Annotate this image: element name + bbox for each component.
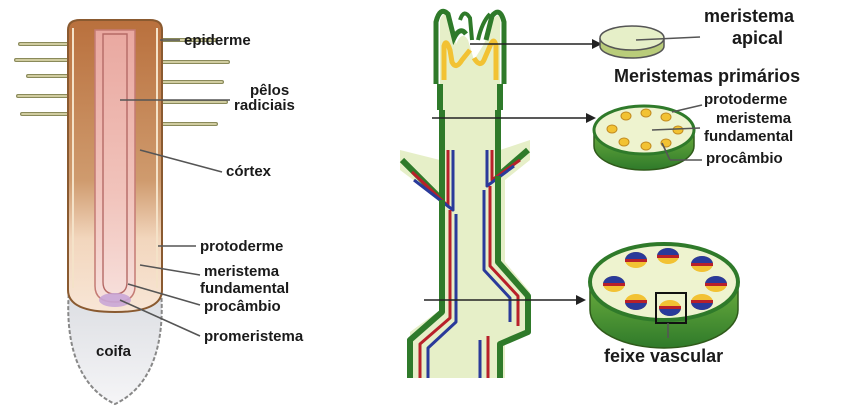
label-apical: apical [732, 28, 783, 48]
label-feixe-vascular: feixe vascular [604, 346, 723, 366]
label-cortex: córtex [226, 163, 272, 180]
vascular-disc [590, 244, 738, 348]
label-procambio-root: procâmbio [204, 298, 281, 315]
label-meristema-stem: meristema [716, 110, 792, 127]
label-fundamental-root: fundamental [200, 280, 289, 297]
label-meristemas-primarios: Meristemas primários [614, 66, 800, 86]
procambium-column [95, 30, 135, 302]
apical-disc [600, 26, 700, 58]
label-radiciais: radiciais [234, 97, 295, 114]
label-procambio-stem: procâmbio [706, 150, 783, 167]
label-epiderme: epiderme [184, 32, 251, 49]
label-fundamental-stem: fundamental [704, 128, 793, 145]
label-promeristema: promeristema [204, 328, 304, 345]
label-protoderme-root: protoderme [200, 238, 283, 255]
label-meristema-root: meristema [204, 263, 280, 280]
stem-illustration [400, 11, 530, 378]
label-protoderme-stem: protoderme [704, 91, 787, 108]
promeristem-spot [99, 293, 131, 307]
label-meristema-apical: meristema [704, 6, 795, 26]
label-coifa: coifa [96, 343, 132, 360]
primary-meristem-disc [594, 105, 702, 170]
